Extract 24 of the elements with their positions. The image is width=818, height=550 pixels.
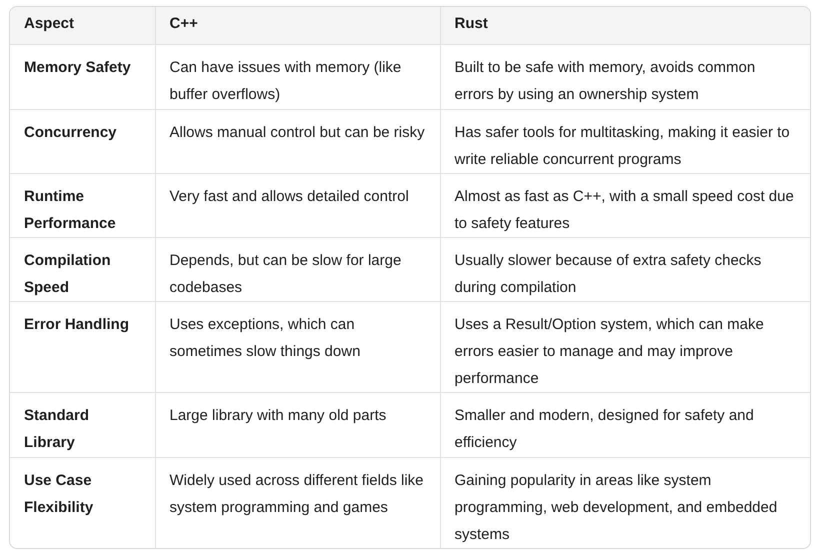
row-header: Memory Safety [10, 44, 155, 109]
cell-text: Uses exceptions, which can sometimes slow things down [155, 301, 440, 392]
cell-text: Large library with many old parts [155, 392, 440, 457]
row-header: Use Case Flexibility [10, 457, 155, 548]
row-header: Compilation Speed [10, 237, 155, 301]
cell-text: Uses a Result/Option system, which can make errors easier to manage and may improve performance [440, 301, 810, 392]
column-header: C++ [155, 7, 440, 44]
cell-text: Almost as fast as C++, with a small speed cost due to safety features [440, 173, 810, 237]
cell-text: Widely used across different fields like system programming and games [155, 457, 440, 548]
row-header: Standard Library [10, 392, 155, 457]
cell-text: Can have issues with memory (like buffer overflows) [155, 44, 440, 109]
cell-text: Depends, but can be slow for large codebases [155, 237, 440, 301]
cell-text: Has safer tools for multitasking, making it easier to write reliable concurrent programs [440, 109, 810, 173]
row-header: Concurrency [10, 109, 155, 173]
column-header: Aspect [10, 7, 155, 44]
row-header: Error Handling [10, 301, 155, 392]
cell-text: Gaining popularity in areas like system programming, web development, and embedded systems [440, 457, 810, 548]
row-header: Runtime Performance [10, 173, 155, 237]
cell-text: Allows manual control but can be risky [155, 109, 440, 173]
cell-text: Usually slower because of extra safety checks during compilation [440, 237, 810, 301]
cell-text: Smaller and modern, designed for safety and efficiency [440, 392, 810, 457]
column-header: Rust [440, 7, 810, 44]
cell-text: Built to be safe with memory, avoids common errors by using an ownership system [440, 44, 810, 109]
cell-text: Very fast and allows detailed control [155, 173, 440, 237]
